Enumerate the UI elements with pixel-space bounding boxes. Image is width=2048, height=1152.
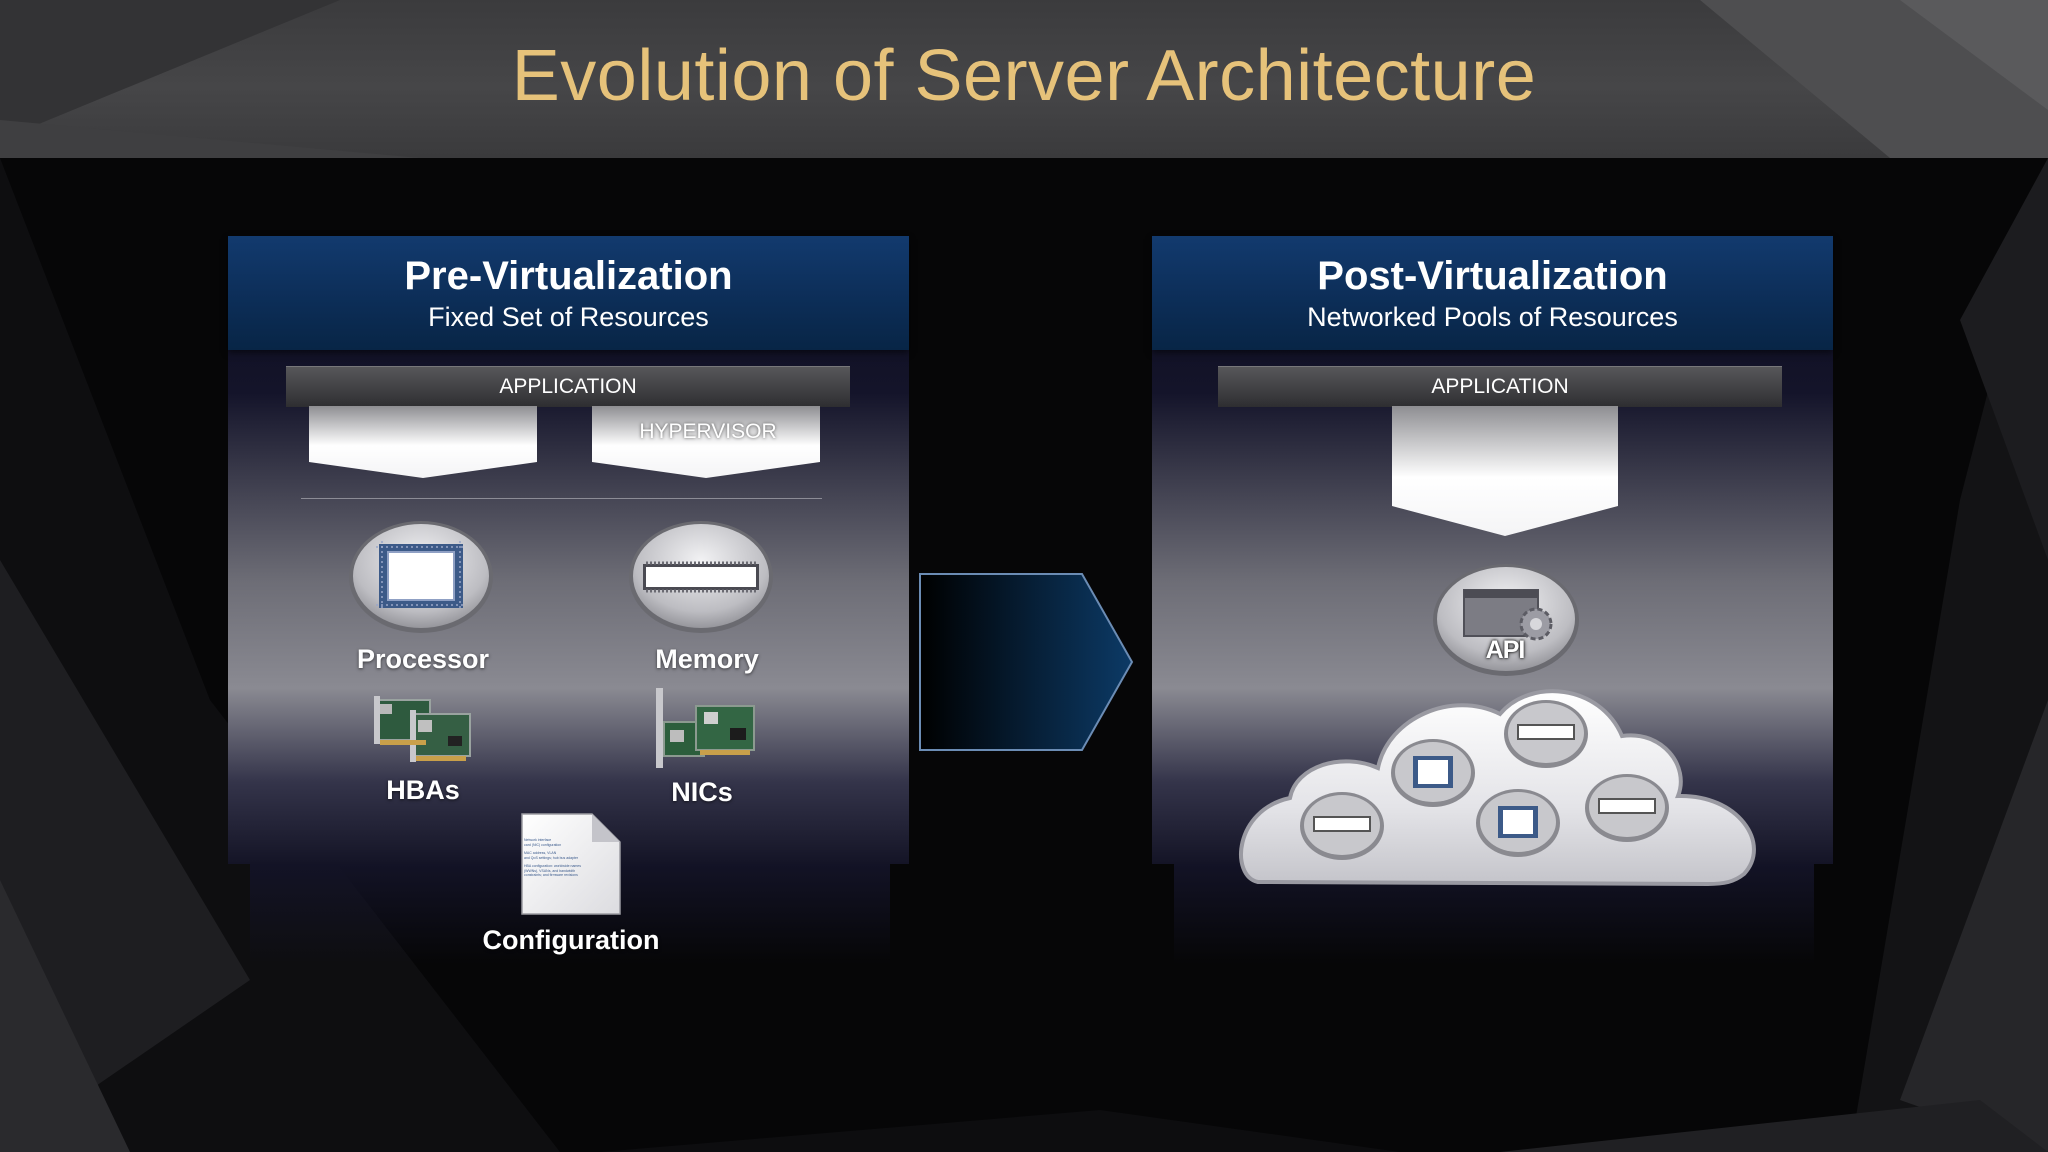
nic-card-icon	[656, 688, 755, 768]
title-bar: Evolution of Server Architecture	[0, 0, 2048, 158]
pre-virtualization-title: Pre-Virtualization	[404, 254, 733, 298]
configuration-label: Configuration	[482, 925, 660, 955]
hypervisor-chevron	[592, 406, 820, 478]
direct-chevron	[309, 406, 537, 478]
resource-pool-cloud-icon	[1239, 689, 1756, 887]
doc-line: card (NIC) configuration	[524, 842, 562, 847]
pre-virtualization-panel: Pre-Virtualization Fixed Set of Resource…	[228, 236, 909, 864]
hbas-label: HBAs	[386, 775, 460, 805]
title-bar-facets	[0, 0, 2048, 158]
post-virtualization-title: Post-Virtualization	[1317, 254, 1668, 298]
pool-processor-node	[1476, 789, 1560, 857]
processor-label: Processor	[356, 644, 490, 674]
hba-cards-icon	[374, 696, 471, 762]
pool-memory-node	[1585, 774, 1669, 842]
configuration-document-icon	[521, 813, 621, 915]
doc-line: HBA configuration: worldwide names	[524, 864, 582, 868]
processor-chip-icon	[349, 521, 493, 633]
pool-memory-node	[1300, 792, 1384, 860]
doc-line: and QoS settings; hub bus adapter	[524, 855, 579, 860]
api-gear-icon	[1433, 564, 1579, 676]
doc-line: MAC address, VLAN	[524, 851, 557, 855]
pool-processor-node	[1391, 739, 1475, 807]
memory-module-icon	[629, 521, 773, 633]
application-to-pool-chevron	[1392, 406, 1618, 536]
pool-memory-node	[1504, 700, 1588, 768]
stack-chevrons	[309, 406, 820, 478]
pre-virtualization-subtitle: Fixed Set of Resources	[428, 302, 709, 332]
page-title: Evolution of Server Architecture	[511, 36, 1537, 116]
hypervisor-label: HYPERVISOR	[639, 420, 777, 443]
doc-line: (WWNs), VSANs, and bandwidth	[524, 868, 576, 873]
pre-application-bar: APPLICATION	[286, 366, 850, 407]
memory-label: Memory	[655, 644, 759, 674]
post-virtualization-subtitle: Networked Pools of Resources	[1307, 302, 1678, 332]
pre-virtualization-header: Pre-Virtualization Fixed Set of Resource…	[228, 236, 909, 350]
layer-divider	[301, 498, 822, 499]
doc-line: constraints; and firmware revisions	[524, 873, 578, 877]
post-virtualization-header: Post-Virtualization Networked Pools of R…	[1152, 236, 1833, 350]
post-application-bar: APPLICATION	[1218, 366, 1782, 407]
doc-line: Network interface	[524, 838, 552, 842]
api-label: API	[1485, 636, 1526, 664]
right-arrow-chevron-icon	[919, 573, 1134, 751]
configuration-document-text: Network interface card (NIC) configurati…	[524, 838, 604, 878]
nics-label: NICs	[671, 777, 733, 807]
